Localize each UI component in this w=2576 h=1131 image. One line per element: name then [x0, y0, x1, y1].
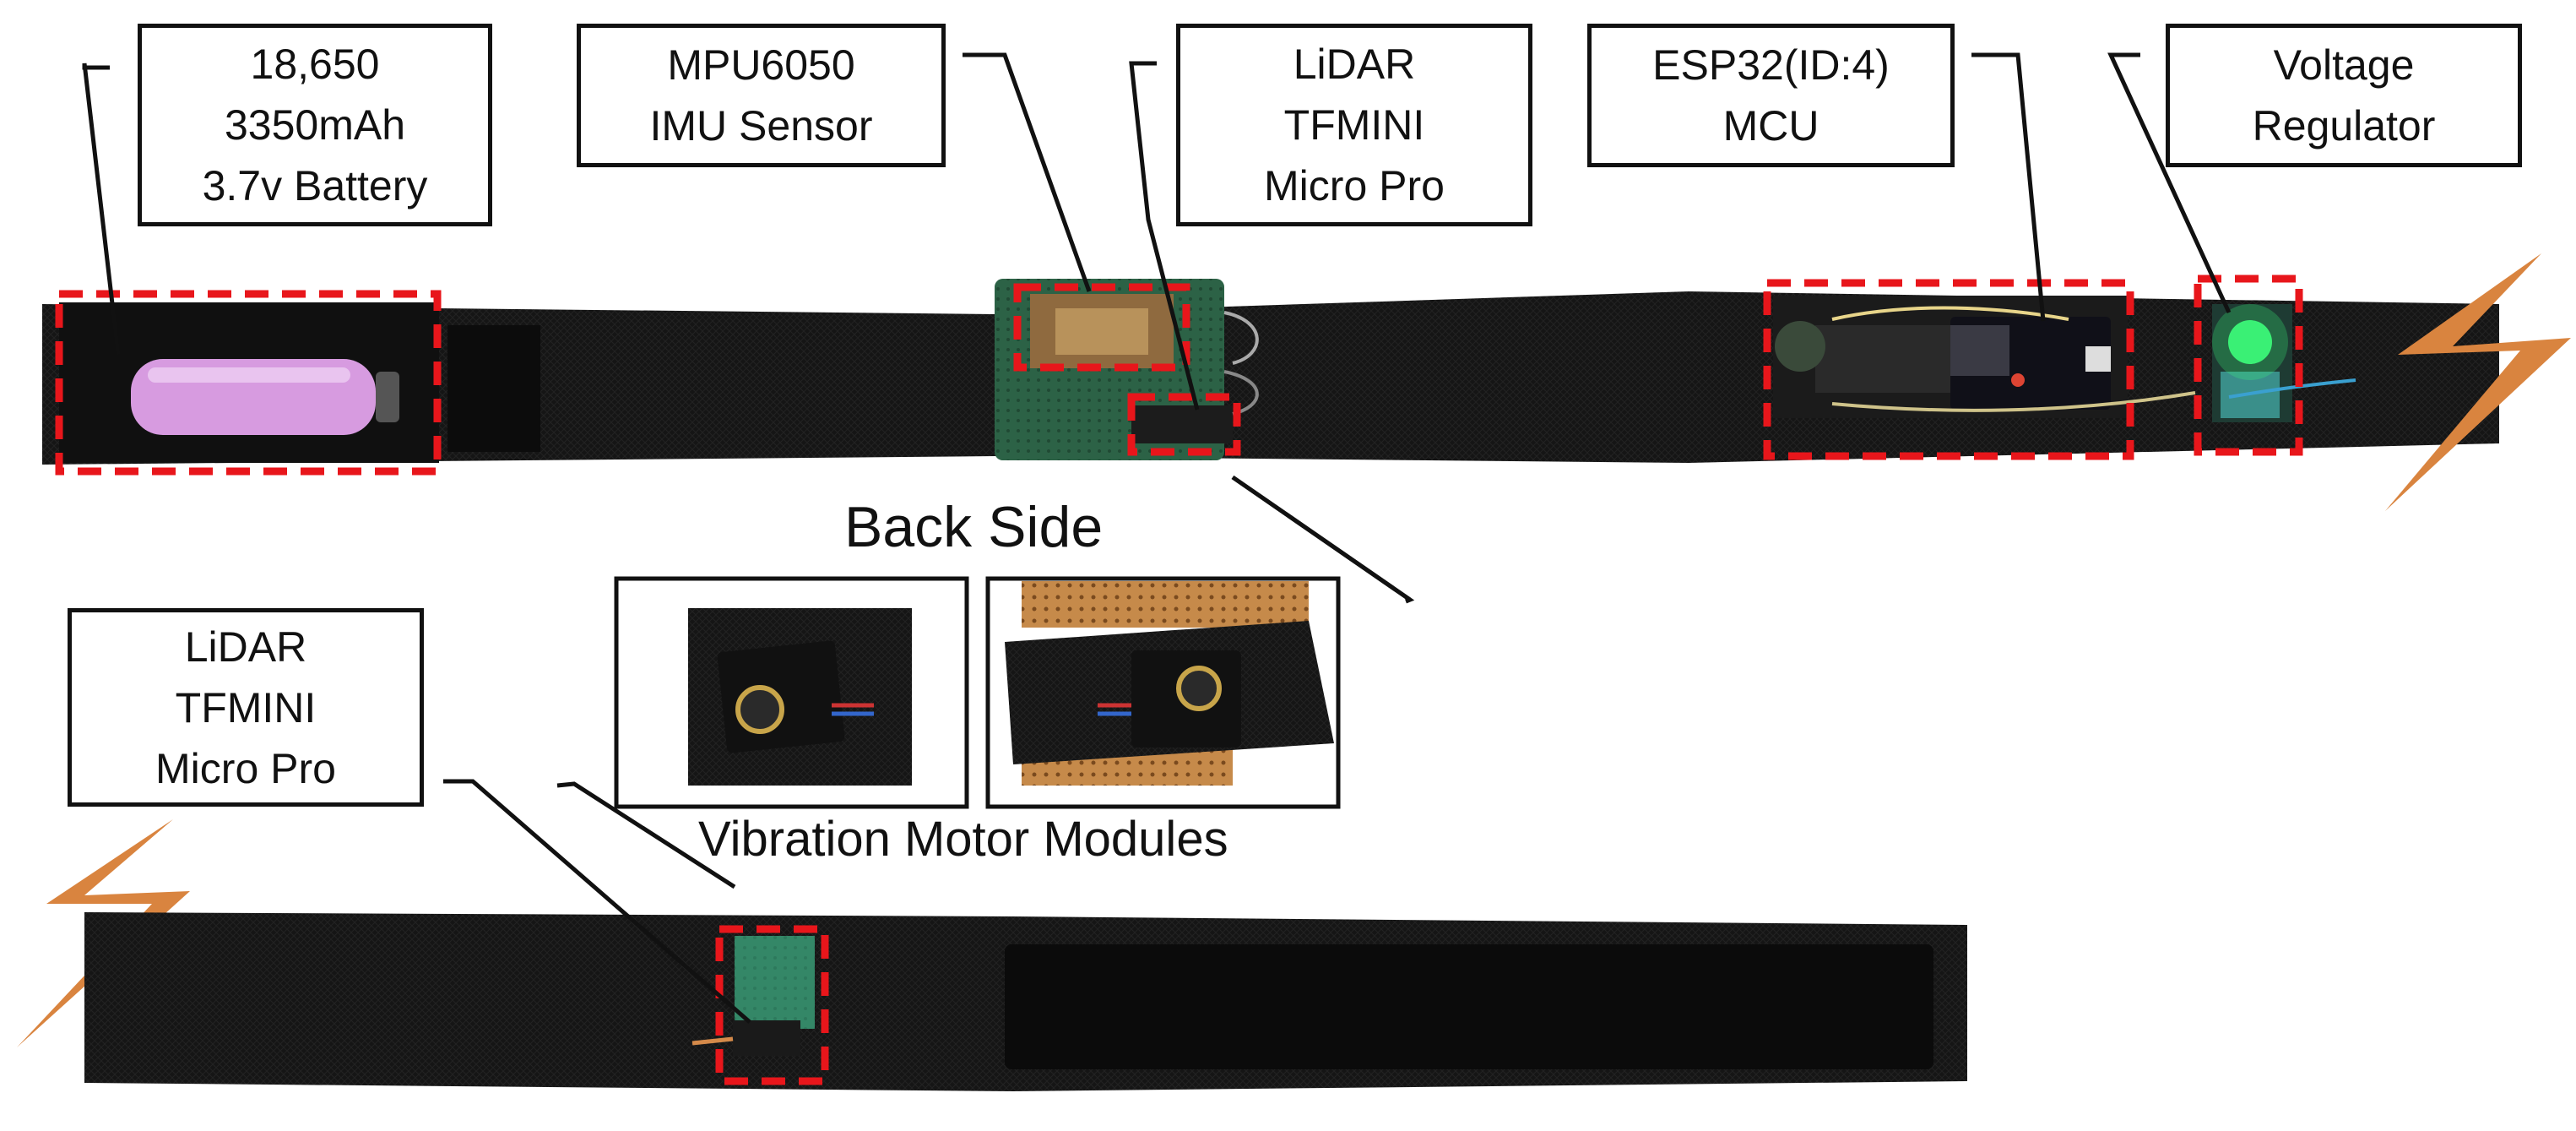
back-photo-left	[614, 576, 969, 809]
imu-label: MPU6050 IMU Sensor	[577, 24, 946, 167]
lidar-bottom-label-line-3: Micro Pro	[155, 744, 336, 792]
imu-label-line-1: MPU6050	[667, 41, 855, 89]
regulator-highlight	[2194, 275, 2303, 456]
battery-label-line-1: 18,650	[250, 41, 380, 88]
battery-label-line-3: 3.7v Battery	[202, 162, 428, 209]
lidar-top-label-line-2: TFMINI	[1283, 101, 1425, 149]
lidar-top-label-line-1: LiDAR	[1293, 41, 1416, 88]
leader-lines	[82, 52, 2232, 1024]
regulator-label: Voltage Regulator	[2166, 24, 2522, 167]
voltage-regulator	[2212, 304, 2356, 422]
mcu-label-line-1: ESP32(ID:4)	[1652, 41, 1890, 89]
back-photo-right	[985, 576, 1341, 809]
back-side-caption: Back Side	[844, 495, 1104, 559]
bottom-belt	[84, 912, 1967, 1091]
lidar-top-label-line-3: Micro Pro	[1264, 162, 1445, 209]
velcro-patch	[447, 325, 540, 452]
lidar-bottom-label: LiDAR TFMINI Micro Pro	[68, 608, 424, 807]
battery-label: 18,650 3350mAh 3.7v Battery	[138, 24, 492, 226]
regulator-label-line-1: Voltage	[2273, 41, 2415, 89]
lightning-bolt-right	[2385, 253, 2571, 511]
top-belt	[42, 275, 2499, 476]
mcu-board	[1773, 296, 2196, 418]
battery-label-line-2: 3350mAh	[224, 101, 406, 149]
mcu-highlight	[1763, 279, 2134, 460]
imu-highlight	[1013, 283, 1190, 372]
mcu-label: ESP32(ID:4) MCU	[1587, 24, 1955, 167]
lidar-top-highlight	[1127, 393, 1241, 456]
imu-label-line-2: IMU Sensor	[649, 102, 873, 150]
velcro-strip	[1005, 944, 1933, 1069]
lidar-bottom-module	[691, 936, 815, 1056]
lidar-bottom-label-line-2: TFMINI	[175, 683, 317, 731]
battery-cell	[131, 359, 399, 435]
regulator-label-line-2: Regulator	[2252, 102, 2436, 150]
lidar-bottom-highlight	[715, 925, 829, 1085]
lidar-top-label: LiDAR TFMINI Micro Pro	[1176, 24, 1532, 226]
mcu-label-line-2: MCU	[1722, 102, 1819, 150]
battery-highlight	[55, 290, 442, 476]
lidar-bottom-label-line-1: LiDAR	[184, 623, 307, 671]
vibration-caption: Vibration Motor Modules	[698, 812, 1228, 867]
imu-enclosure	[995, 279, 1259, 460]
